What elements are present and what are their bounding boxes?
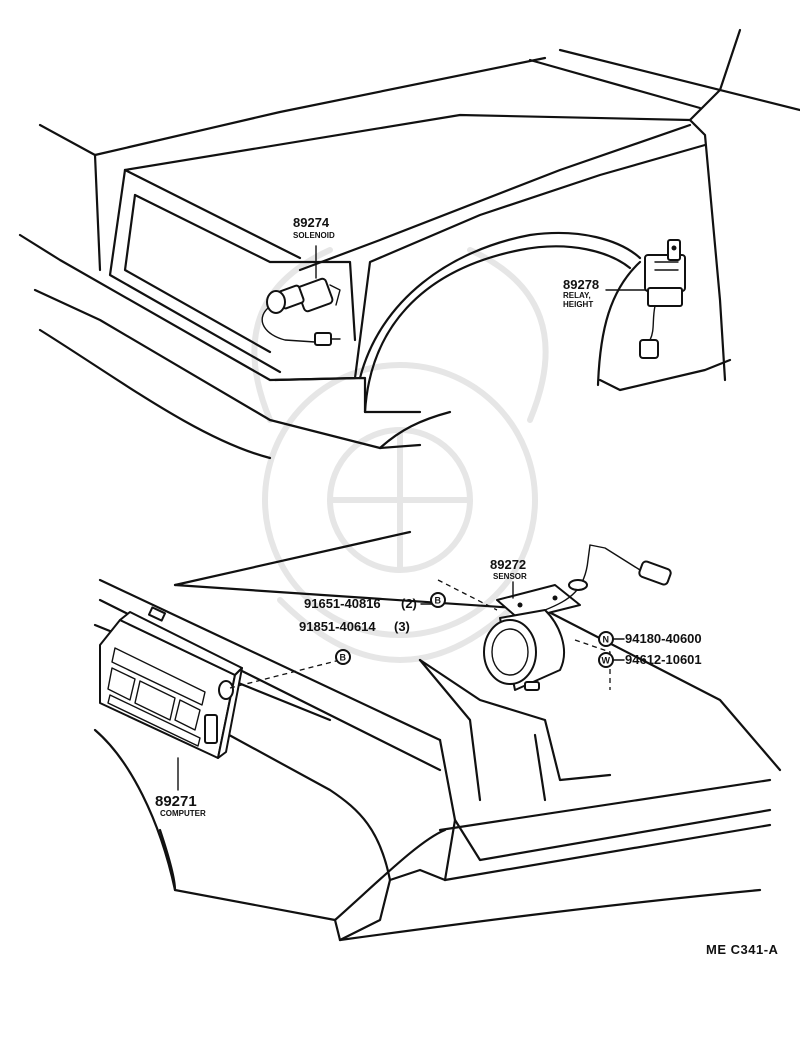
bolt-2-part-number: 91851-40614 — [299, 619, 376, 634]
bolt-assembly-line — [437, 579, 498, 611]
nut-assembly-line — [574, 639, 611, 690]
lower-body-view — [93, 530, 782, 942]
nut-part-number: 94180-40600 — [625, 631, 702, 646]
relay-height-part[interactable] — [639, 239, 686, 359]
sensor-part[interactable] — [483, 544, 672, 691]
nut-symbol[interactable]: N — [598, 631, 614, 647]
solenoid-part[interactable] — [261, 277, 341, 346]
computer-assembly-line — [229, 659, 341, 689]
svg-text:B: B — [340, 653, 347, 663]
upper-body-view — [18, 28, 800, 460]
washer-part-number: 94612-10601 — [625, 652, 702, 667]
solenoid-part-number: 89274 — [293, 215, 330, 230]
bolt-1-part-number: 91651-40816 — [304, 596, 381, 611]
washer-symbol[interactable]: W — [598, 652, 614, 668]
bolt-2-quantity: (3) — [394, 619, 410, 634]
bolt-1-quantity: (2) — [401, 596, 417, 611]
svg-text:W: W — [602, 656, 611, 666]
relay-part-number: 89278 — [563, 277, 599, 292]
computer-part-number: 89271 — [155, 793, 197, 810]
svg-text:B: B — [435, 596, 442, 606]
watermark-logo — [251, 247, 549, 663]
sensor-part-name: SENSOR — [493, 572, 527, 581]
bolt-2-symbol[interactable]: B — [335, 649, 351, 665]
diagram-code: ME C341-A — [706, 942, 779, 957]
relay-part-name-line1: RELAY, — [563, 291, 591, 300]
computer-part[interactable] — [99, 606, 243, 759]
solenoid-part-name: SOLENOID — [293, 231, 335, 240]
svg-text:N: N — [603, 635, 610, 645]
relay-part-name-line2: HEIGHT — [563, 300, 593, 309]
bolt-1-symbol[interactable]: B — [430, 592, 446, 608]
sensor-part-number: 89272 — [490, 557, 526, 572]
computer-part-name: COMPUTER — [160, 809, 206, 818]
